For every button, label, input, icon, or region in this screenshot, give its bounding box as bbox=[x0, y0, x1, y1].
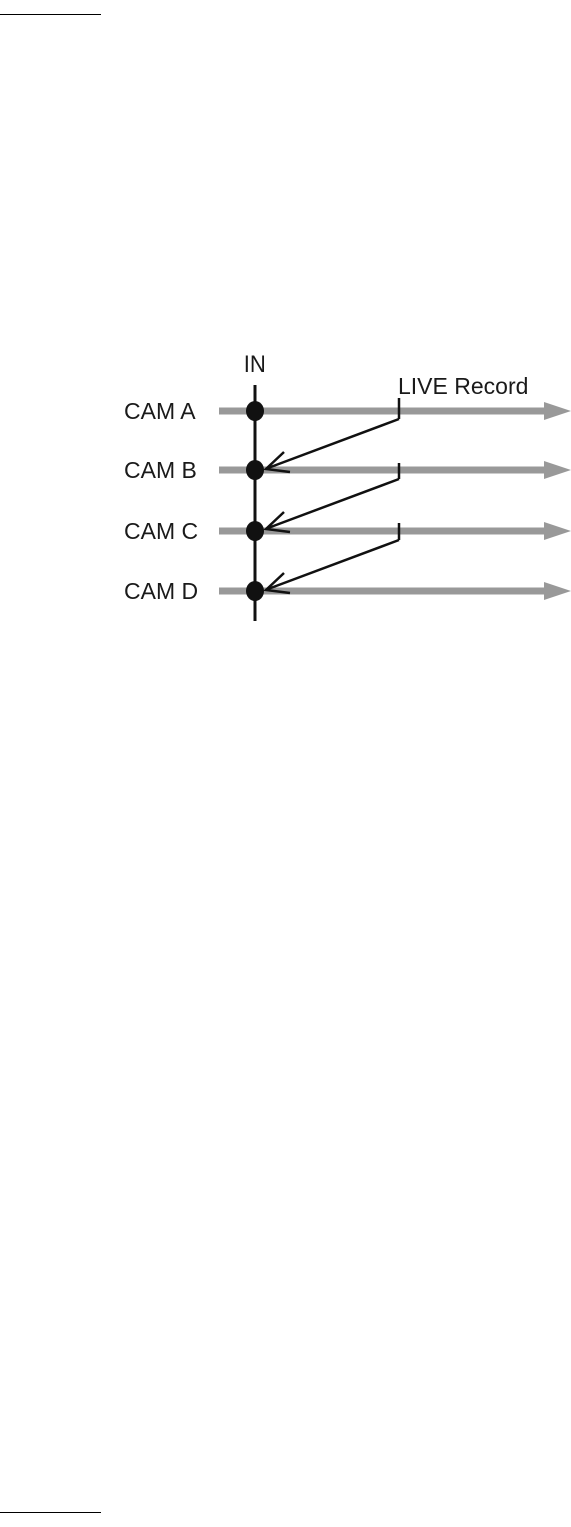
track-cam-c-arrowhead bbox=[544, 522, 571, 540]
camera-tracks bbox=[219, 402, 571, 600]
in-point-cam-b bbox=[246, 460, 264, 480]
live-record-label: LIVE Record bbox=[398, 373, 528, 399]
jump-arrow-a-to-b bbox=[266, 419, 399, 472]
cam-label-d: CAM D bbox=[124, 578, 198, 604]
cam-label-b: CAM B bbox=[124, 457, 197, 483]
cam-label-a: CAM A bbox=[124, 398, 196, 424]
jump-arrows bbox=[266, 419, 399, 593]
track-cam-a-arrowhead bbox=[544, 402, 571, 420]
jump-arrow-c-to-d bbox=[266, 540, 399, 593]
track-cam-d-arrowhead bbox=[544, 582, 571, 600]
jump-arrow-b-to-c bbox=[266, 479, 399, 532]
in-point-cam-a bbox=[246, 401, 264, 421]
track-cam-b-arrowhead bbox=[544, 461, 571, 479]
cam-label-c: CAM C bbox=[124, 518, 198, 544]
in-label: IN bbox=[244, 350, 266, 377]
in-point-cam-c bbox=[246, 521, 264, 541]
in-point-cam-d bbox=[246, 581, 264, 601]
bottom-divider bbox=[0, 1512, 101, 1513]
